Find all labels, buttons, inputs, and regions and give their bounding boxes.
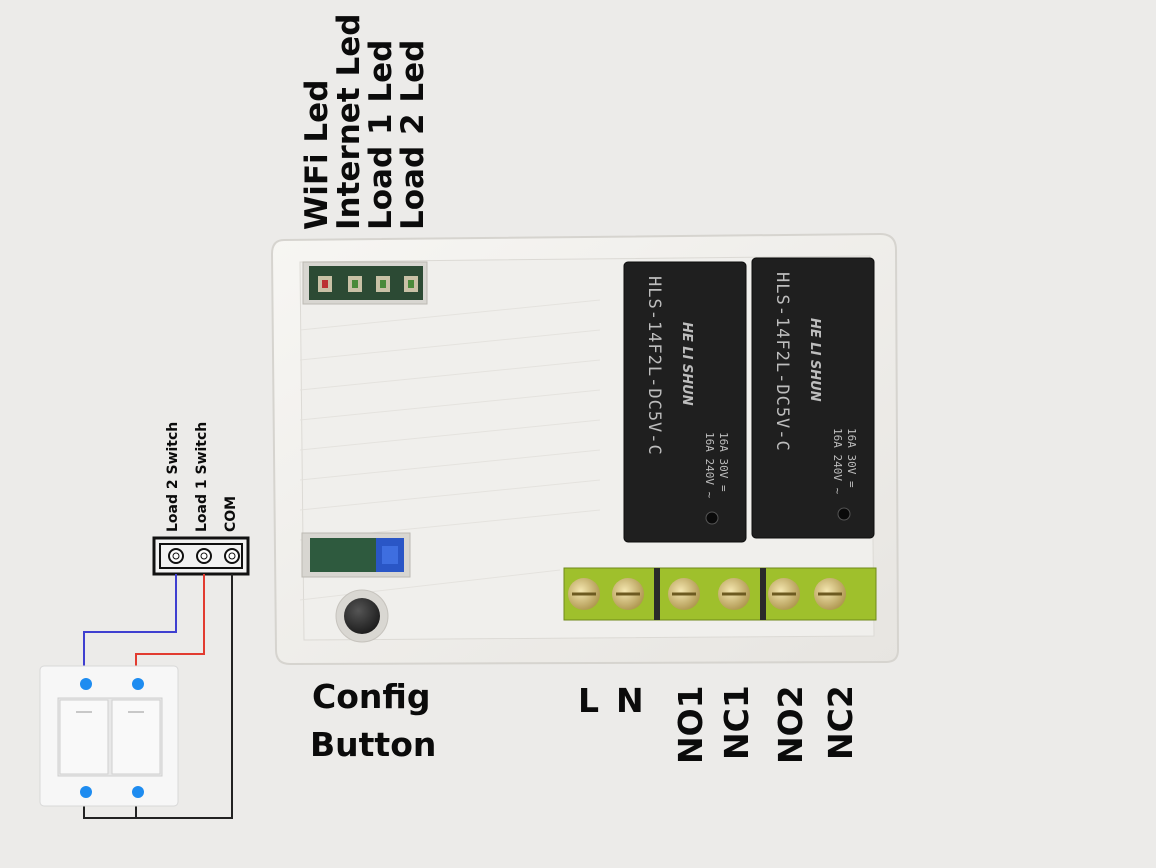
- relay-2-rating-1: 16A 240V ~: [831, 428, 844, 495]
- terminal-nc1-label: NC1: [717, 685, 756, 760]
- com-label: COM: [223, 495, 239, 532]
- relay-2-model: HLS-14F2L-DC5V-C: [772, 272, 792, 452]
- load1-led-icon: [376, 276, 390, 292]
- relay-1-brand: HE LI SHUN: [679, 322, 694, 406]
- terminal-n-label: N: [616, 681, 644, 720]
- config-button-label-line2: Button: [310, 725, 437, 764]
- switch-connector: [152, 536, 250, 576]
- config-button-icon[interactable]: [335, 589, 389, 643]
- load1-switch-label: Load 1 Switch: [194, 421, 210, 532]
- terminal-screw-l: [568, 578, 600, 610]
- load1-led-label: Load 1 Led: [363, 39, 399, 230]
- load2-switch-label: Load 2 Switch: [165, 421, 181, 532]
- config-button-label-line1: Config: [312, 677, 431, 716]
- wifi-led-icon: [318, 276, 332, 292]
- switch-terminal-dot: [132, 786, 144, 798]
- switch-rocker-1[interactable]: [59, 699, 109, 775]
- terminal-block: [563, 567, 877, 621]
- relay-1: [623, 261, 747, 543]
- terminal-screw-nc2: [814, 578, 846, 610]
- relay-2-rating-2: 16A 30V =: [845, 428, 858, 488]
- switch-terminal-dot: [80, 786, 92, 798]
- switch-rocker-2[interactable]: [111, 699, 161, 775]
- terminal-screw-n: [612, 578, 644, 610]
- terminal-screw-nc1: [718, 578, 750, 610]
- switch-terminal-dot: [80, 678, 92, 690]
- switch-terminal-dot: [132, 678, 144, 690]
- connector-pin-com: [224, 548, 240, 564]
- terminal-screw-no1: [668, 578, 700, 610]
- relay-1-rating-2: 16A 30V =: [717, 432, 730, 492]
- led-window: [302, 261, 428, 305]
- terminal-no1-label: NO1: [671, 685, 710, 764]
- wifi-led-label: WiFi Led: [299, 79, 335, 230]
- relay-2-brand: HE LI SHUN: [807, 318, 822, 402]
- connector-pin-load1: [196, 548, 212, 564]
- relay-1-text: HLS-14F2L-DC5V-C HE LI SHUN 16A 240V ~ 1…: [624, 262, 746, 542]
- load2-led-label: Load 2 Led: [395, 39, 431, 230]
- relay-1-model: HLS-14F2L-DC5V-C: [644, 276, 664, 456]
- terminal-nc2-label: NC2: [821, 685, 860, 760]
- connector-pin-load2: [168, 548, 184, 564]
- internet-led-icon: [348, 276, 362, 292]
- relay-2: [751, 257, 875, 539]
- terminal-l-label: L: [578, 681, 600, 720]
- relay-2-text: HLS-14F2L-DC5V-C HE LI SHUN 16A 240V ~ 1…: [752, 258, 874, 538]
- load2-led-icon: [404, 276, 418, 292]
- internet-led-label: Internet Led: [331, 13, 367, 230]
- wall-switch: [39, 665, 179, 807]
- terminal-no2-label: NO2: [771, 685, 810, 764]
- wire-load2: [83, 574, 177, 682]
- relay-1-rating-1: 16A 240V ~: [703, 432, 716, 499]
- dip-window: [301, 532, 411, 578]
- terminal-screw-no2: [768, 578, 800, 610]
